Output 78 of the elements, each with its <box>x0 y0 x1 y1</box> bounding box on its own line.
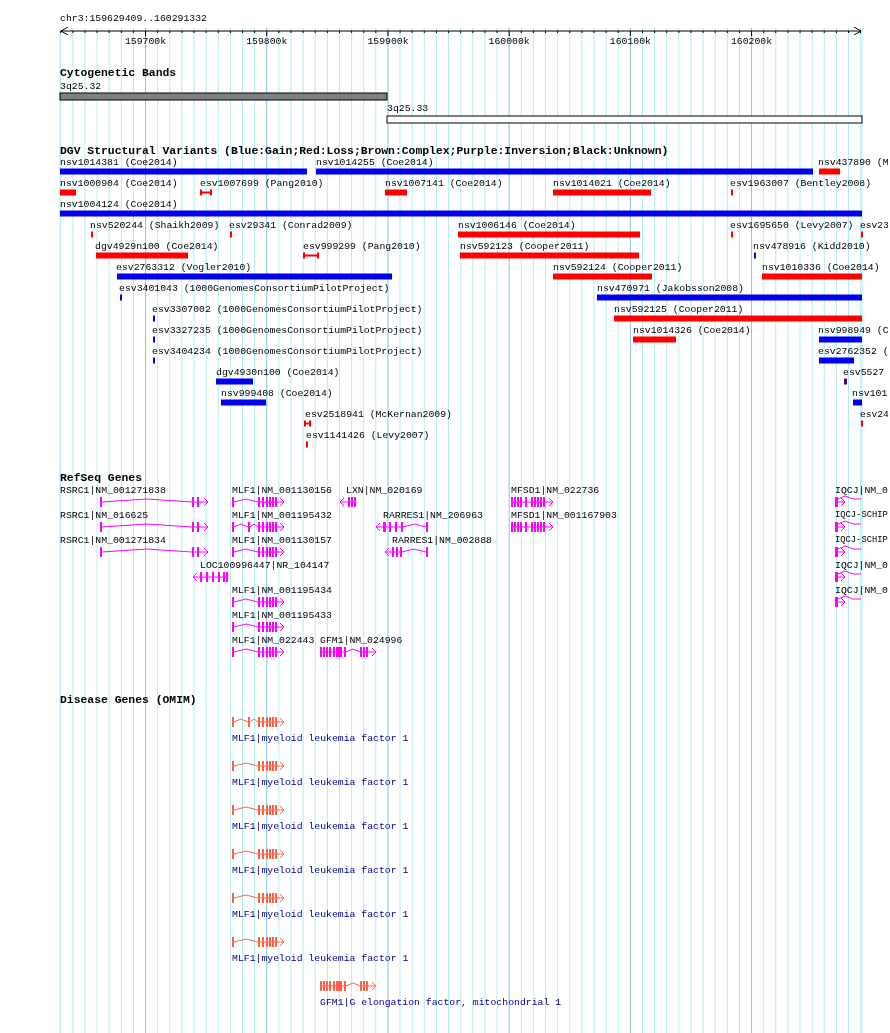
gene-label: MFSD1|NM_022736 <box>511 485 600 496</box>
coordinate-range: chr3:159629409..160291332 <box>60 13 207 24</box>
gene-label: RARRES1|NM_206963 <box>383 510 483 521</box>
disease-gene-label: MLF1|myeloid leukemia factor 1 <box>232 821 409 832</box>
tick-label: 159800k <box>246 36 288 47</box>
disease-gene-label: GFM1|G elongation factor, mitochondrial 1 <box>320 997 562 1008</box>
variant-label: nsv592123 (Cooper2011) <box>460 241 590 252</box>
variant-label: esv2763312 (Vogler2010) <box>116 262 252 273</box>
variant-label: esv1963007 (Bentley2008) <box>730 178 872 189</box>
variant-label: nsv470971 (Jakobsson2008) <box>597 283 744 294</box>
variant-label: nsv1004124 (Coe2014) <box>60 199 178 210</box>
variant-label: nsv1007141 (Coe2014) <box>385 178 503 189</box>
gene-label: IQCJ|NM_0 <box>835 485 888 496</box>
variant-label: esv999299 (Pang2010) <box>303 241 421 252</box>
variant-label: esv1695650 (Levy2007) <box>730 220 854 231</box>
gene-label: MLF1|NM_001130157 <box>232 535 332 546</box>
tick-label: 160000k <box>488 36 530 47</box>
variant-label: nsv998949 (C <box>818 325 889 336</box>
variant-label: dgv4929n100 (Coe2014) <box>95 241 219 252</box>
variant-label: esv1141426 (Levy2007) <box>306 430 430 441</box>
variant-label: esv3327235 (1000GenomesConsortiumPilotProject) <box>152 325 423 336</box>
gene-label: LXN|NM_020169 <box>346 485 423 496</box>
variant-label: esv3404234 (1000GenomesConsortiumPilotProject) <box>152 346 423 357</box>
gene-label: MFSD1|NM_001167903 <box>511 510 617 521</box>
disease-gene-label: MLF1|myeloid leukemia factor 1 <box>232 777 409 788</box>
gene-label: MLF1|NM_001195434 <box>232 585 332 596</box>
gene-label: IQCJ|NM_0 <box>835 585 888 596</box>
variant-label: nsv437890 (M <box>818 157 889 168</box>
variant-label: nsv1000904 (Coe2014) <box>60 178 178 189</box>
variant-label: nsv1010336 (Coe2014) <box>762 262 880 273</box>
variant-label: esv24 <box>860 409 889 420</box>
variant-label: esv2518941 (McKernan2009) <box>305 409 452 420</box>
variant-label: nsv592124 (Cooper2011) <box>553 262 683 273</box>
gene-label: LOC100996447|NR_104147 <box>200 560 330 571</box>
disease-gene-label: MLF1|myeloid leukemia factor 1 <box>232 953 409 964</box>
tick-label: 160200k <box>730 36 773 47</box>
gene-label: IQCJ|NM_0 <box>835 560 888 571</box>
variant-label: esv3307002 (1000GenomesConsortiumPilotProject) <box>152 304 423 315</box>
track-title: Cytogenetic Bands <box>60 67 177 79</box>
gene-label: GFM1|NM_024996 <box>320 635 403 646</box>
variant-label: esv29341 (Conrad2009) <box>229 220 353 231</box>
tick-label: 159700k <box>124 36 167 47</box>
tick-label: 160100k <box>609 36 651 47</box>
gene-label: RSRC1|NM_001271838 <box>60 485 166 496</box>
gene-label: IQCJ-SCHIP <box>835 535 888 546</box>
track-title: Disease Genes (OMIM) <box>60 694 197 706</box>
variant-label: esv2762352 ( <box>818 346 889 357</box>
variant-label: nsv1014326 (Coe2014) <box>633 325 751 336</box>
variant-label: nsv1014255 (Coe2014) <box>316 157 434 168</box>
disease-gene-label: MLF1|myeloid leukemia factor 1 <box>232 733 409 744</box>
band-label: 3q25.33 <box>387 103 429 114</box>
track-title: RefSeq Genes <box>60 472 143 484</box>
variant-label: esv23 <box>860 220 889 231</box>
disease-gene-label: MLF1|myeloid leukemia factor 1 <box>232 909 409 920</box>
band-label: 3q25.32 <box>60 81 102 92</box>
disease-gene-label: MLF1|myeloid leukemia factor 1 <box>232 865 409 876</box>
variant-label: nsv1014381 (Coe2014) <box>60 157 178 168</box>
gene-label: RSRC1|NM_016625 <box>60 510 149 521</box>
variant-label: nsv1006146 (Coe2014) <box>458 220 576 231</box>
variant-label: nsv1014021 (Coe2014) <box>553 178 671 189</box>
variant-label: nsv520244 (Shaikh2009) <box>90 220 220 231</box>
variant-label: esv1007699 (Pang2010) <box>200 178 324 189</box>
variant-label: nsv592125 (Cooper2011) <box>614 304 744 315</box>
variant-label: nsv999408 (Coe2014) <box>221 388 333 399</box>
gene-label: RARRES1|NM_002888 <box>392 535 492 546</box>
gene-label: MLF1|NM_022443 <box>232 635 315 646</box>
variant-label: nsv478916 (Kidd2010) <box>753 241 871 252</box>
tick-label: 159900k <box>367 36 409 47</box>
gene-label: RSRC1|NM_001271834 <box>60 535 166 546</box>
track-title: DGV Structural Variants (Blue:Gain;Red:Loss;Brown:Complex;Purple:Inversion;Black:Unknown) <box>60 145 669 157</box>
variant-label: esv5527 <box>843 367 885 378</box>
variant-label: nsv101 <box>852 388 888 399</box>
gene-label: IQCJ-SCHIP <box>835 510 888 521</box>
variant-label: dgv4930n100 (Coe2014) <box>216 367 340 378</box>
gene-label: MLF1|NM_001130156 <box>232 485 332 496</box>
variant-label: esv3401043 (1000GenomesConsortiumPilotProject) <box>119 283 390 294</box>
gene-label: MLF1|NM_001195432 <box>232 510 332 521</box>
gene-label: MLF1|NM_001195433 <box>232 610 332 621</box>
